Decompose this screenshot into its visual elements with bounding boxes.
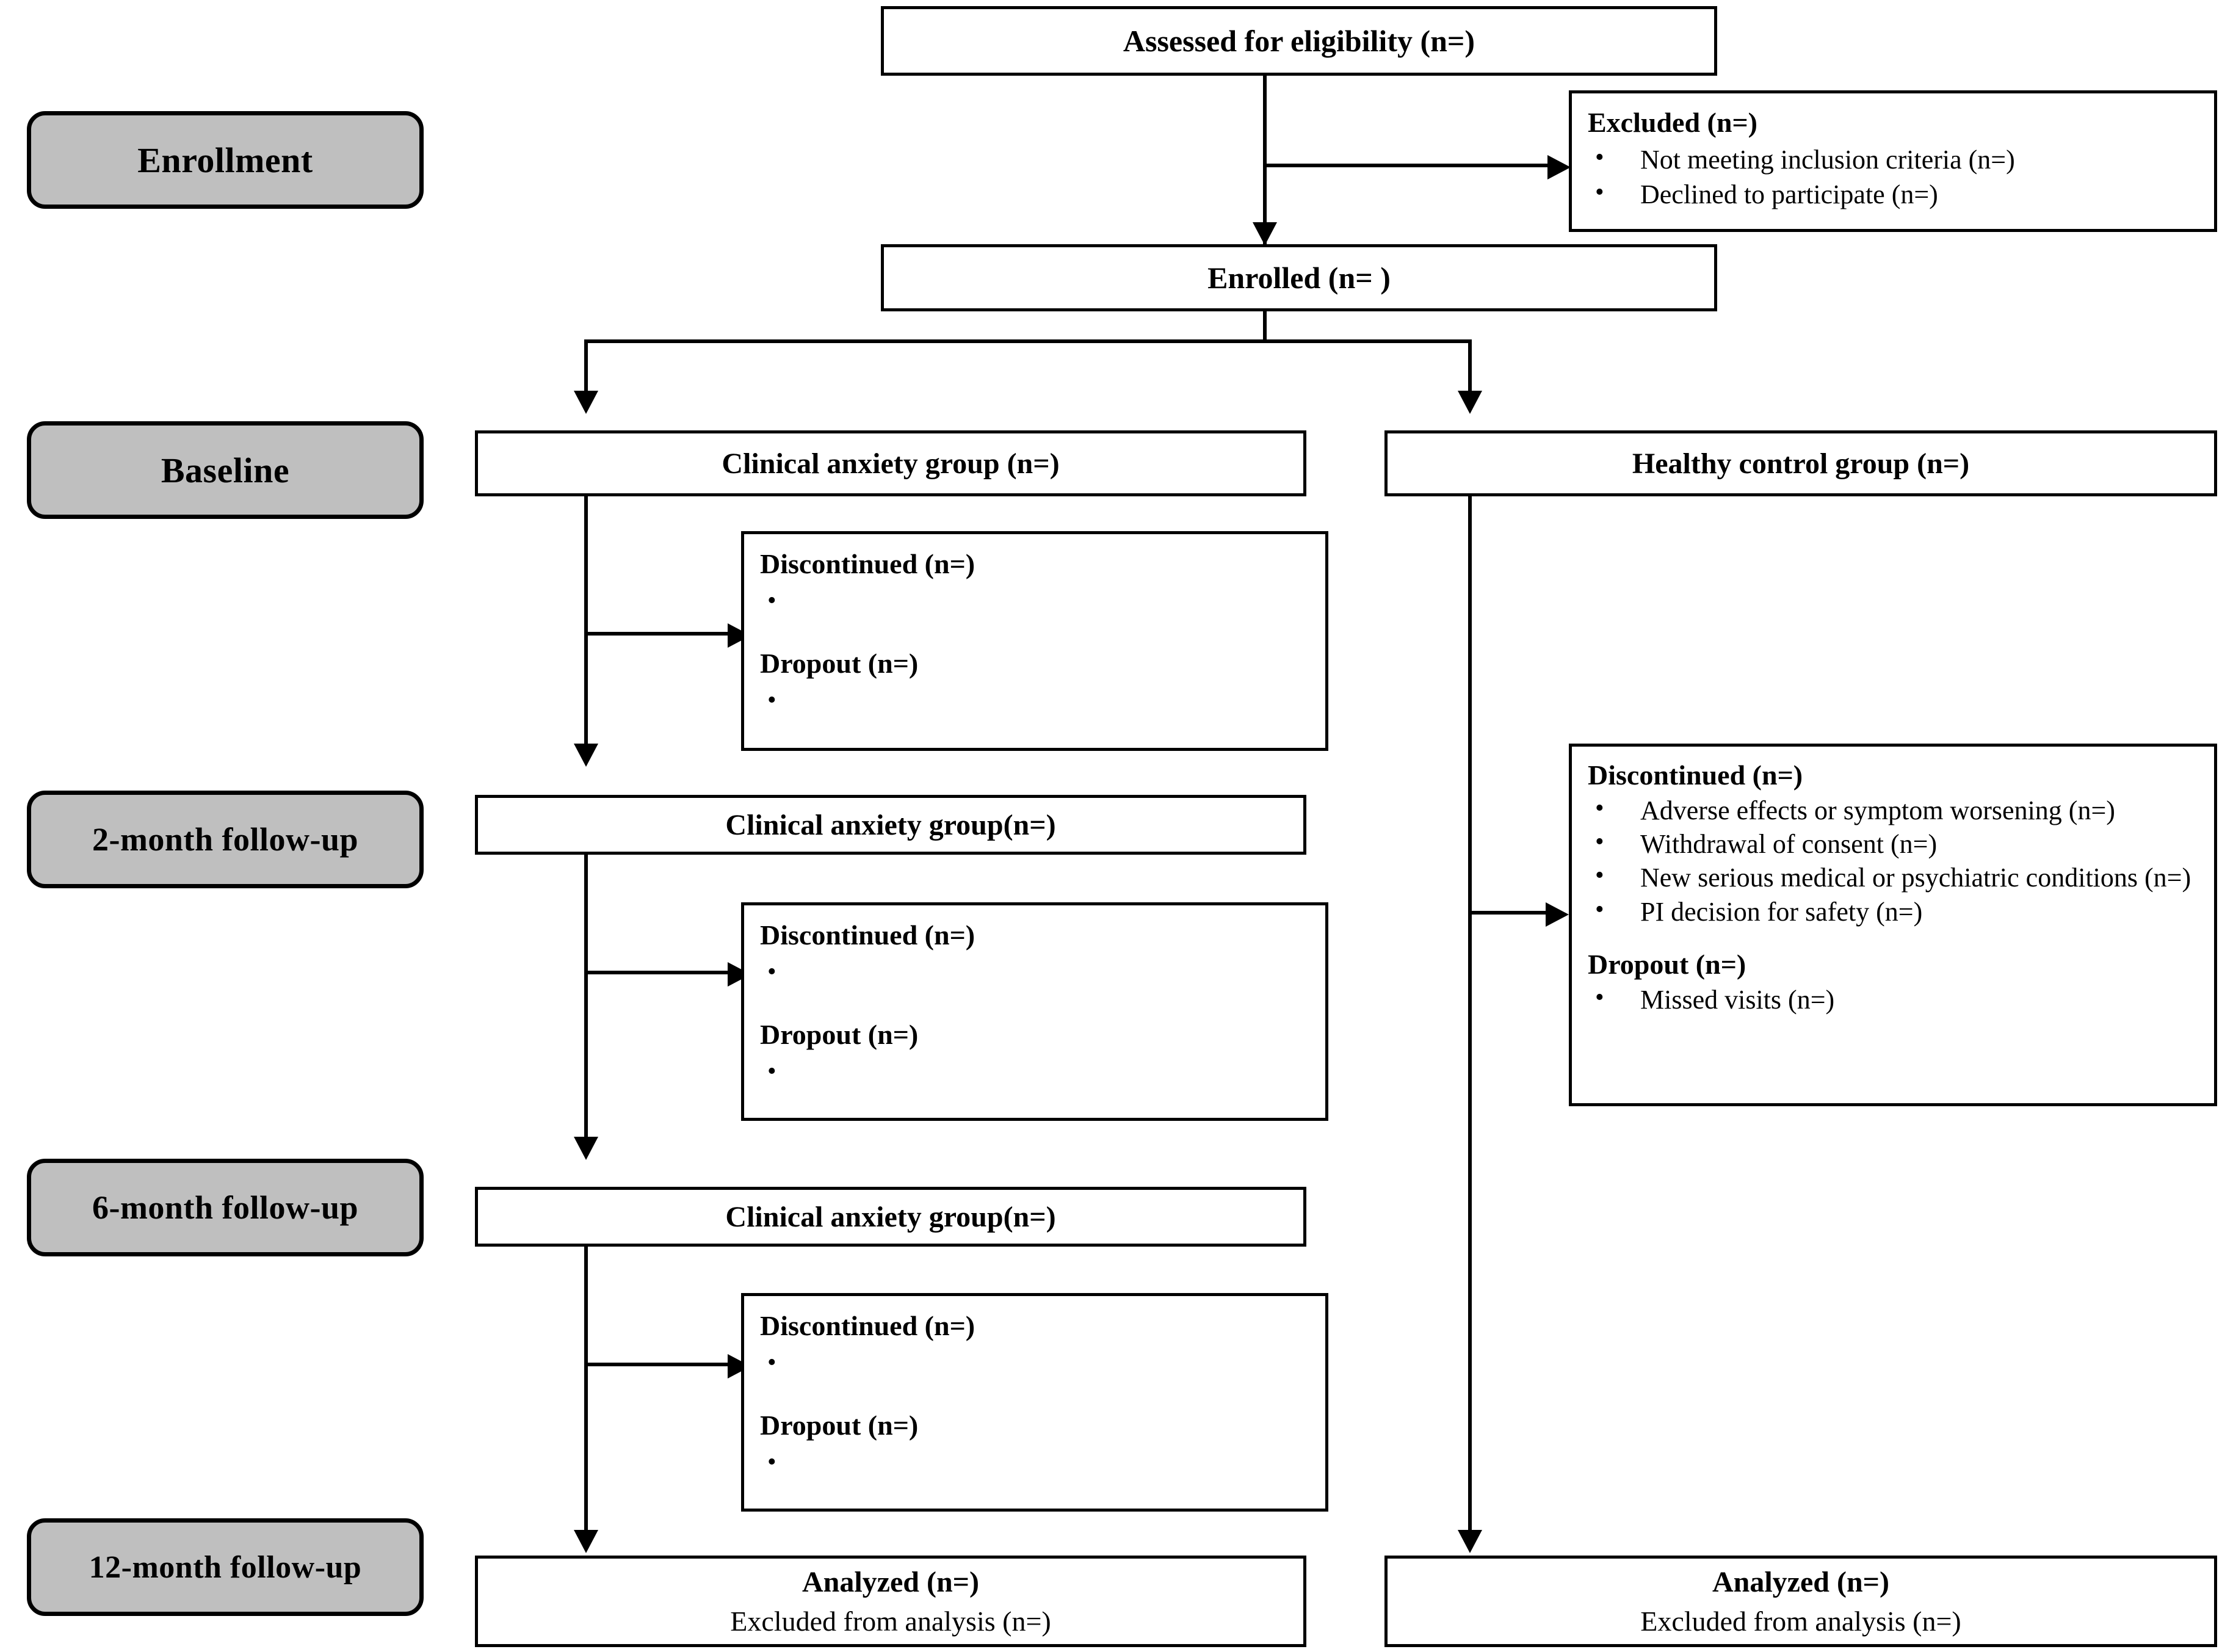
box-clinical-anxiety-group-6m: Clinical anxiety group(n=) xyxy=(475,1187,1306,1247)
box-title: Enrolled (n= ) xyxy=(1207,261,1391,295)
list-item: Declined to participate (n=) xyxy=(1588,176,2198,212)
box-clinical-anxiety-group-2m: Clinical anxiety group(n=) xyxy=(475,795,1306,855)
connector-anxiety-6m-down xyxy=(584,1247,588,1546)
stage-label-followup-6m: 6-month follow-up xyxy=(27,1159,424,1256)
stage-label-followup-2m: 2-month follow-up xyxy=(27,791,424,888)
connector-assessed-to-enrolled xyxy=(1263,76,1267,245)
dropout-title: Dropout (n=) xyxy=(1588,949,1746,980)
arrowhead-enrolled-to-control xyxy=(1458,391,1482,414)
list-item-text: PI decision for safety (n=) xyxy=(1640,896,1923,927)
box-clinical-anxiety-group-baseline: Clinical anxiety group (n=) xyxy=(475,430,1306,496)
dropout-list xyxy=(760,684,1309,716)
connector-control-baseline-down xyxy=(1468,496,1472,1546)
box-title: Clinical anxiety group (n=) xyxy=(722,447,1060,480)
connector-anxiety-2m-to-attrition xyxy=(584,971,737,974)
discontinued-list xyxy=(760,956,1309,988)
box-healthy-control-group-baseline: Healthy control group (n=) xyxy=(1384,430,2217,496)
arrowhead-control-to-attrition xyxy=(1546,902,1569,927)
arrowhead-control-to-analyzed xyxy=(1458,1530,1482,1553)
dropout-title: Dropout (n=) xyxy=(760,648,919,679)
arrowhead-anxiety-6m-to-analyzed xyxy=(574,1530,598,1553)
spacer xyxy=(760,984,1309,1018)
list-item xyxy=(760,1056,1309,1087)
spacer xyxy=(1588,929,2198,949)
stage-label-text: 2-month follow-up xyxy=(92,821,359,858)
discontinued-reason-list: Adverse effects or symptom worsening (n=… xyxy=(1588,792,2198,929)
connector-enrolled-to-anxiety xyxy=(584,339,588,407)
dropout-list xyxy=(760,1446,1309,1478)
spacer xyxy=(760,1375,1309,1409)
stage-label-text: 6-month follow-up xyxy=(92,1189,359,1226)
spacer xyxy=(760,613,1309,647)
discontinued-list xyxy=(760,585,1309,617)
connector-assessed-to-excluded xyxy=(1263,164,1556,167)
box-title: Clinical anxiety group(n=) xyxy=(725,1200,1056,1233)
stage-label-enrollment: Enrollment xyxy=(27,111,424,209)
discontinued-title: Discontinued (n=) xyxy=(760,548,975,579)
list-item-text: New serious medical or psychiatric condi… xyxy=(1640,863,2191,893)
list-item: PI decision for safety (n=) xyxy=(1588,894,2198,929)
analyzed-title: Analyzed (n=) xyxy=(1712,1566,1889,1598)
dropout-title: Dropout (n=) xyxy=(760,1410,919,1441)
arrowhead-anxiety-baseline-to-2m xyxy=(574,744,598,767)
list-item-text: Declined to participate (n=) xyxy=(1640,179,1938,209)
connector-enrolled-to-control xyxy=(1468,339,1472,407)
stage-label-text: 12-month follow-up xyxy=(89,1549,362,1585)
connector-enrolled-split xyxy=(584,339,1472,343)
arrowhead-assessed-to-excluded xyxy=(1547,155,1571,179)
connector-anxiety-baseline-to-attrition xyxy=(584,632,737,636)
connector-enrolled-trunk xyxy=(1263,311,1267,343)
box-title: Clinical anxiety group(n=) xyxy=(725,808,1056,841)
box-title: Assessed for eligibility (n=) xyxy=(1123,24,1475,58)
list-item: Missed visits (n=) xyxy=(1588,982,2198,1016)
connector-anxiety-6m-to-attrition xyxy=(584,1363,737,1366)
list-item xyxy=(760,1446,1309,1478)
discontinued-title: Discontinued (n=) xyxy=(760,1310,975,1341)
stage-label-text: Enrollment xyxy=(137,140,313,180)
list-item xyxy=(760,684,1309,716)
connector-control-to-attrition xyxy=(1468,911,1554,915)
box-analyzed-healthy-control: Analyzed (n=) Excluded from analysis (n=… xyxy=(1384,1556,2217,1647)
dropout-list xyxy=(760,1056,1309,1087)
stage-label-baseline: Baseline xyxy=(27,421,424,519)
discontinued-list xyxy=(760,1347,1309,1378)
analyzed-title: Analyzed (n=) xyxy=(802,1566,979,1598)
arrowhead-enrolled-to-anxiety xyxy=(574,391,598,414)
list-item: Adverse effects or symptom worsening (n=… xyxy=(1588,792,2198,827)
list-item-text: Not meeting inclusion criteria (n=) xyxy=(1640,144,2015,175)
stage-label-followup-12m: 12-month follow-up xyxy=(27,1518,424,1616)
connector-anxiety-baseline-down xyxy=(584,496,588,760)
arrowhead-assessed-to-enrolled xyxy=(1253,222,1277,245)
list-item-text: Missed visits (n=) xyxy=(1640,984,1835,1015)
box-analyzed-clinical-anxiety: Analyzed (n=) Excluded from analysis (n=… xyxy=(475,1556,1306,1647)
list-item xyxy=(760,1347,1309,1378)
box-attrition-2m: Discontinued (n=) Dropout (n=) xyxy=(741,902,1328,1121)
box-attrition-control: Discontinued (n=) Adverse effects or sym… xyxy=(1569,744,2217,1106)
discontinued-title: Discontinued (n=) xyxy=(760,919,975,951)
connector-anxiety-2m-down xyxy=(584,855,588,1154)
box-enrolled: Enrolled (n= ) xyxy=(881,244,1717,311)
list-item-text: Adverse effects or symptom worsening (n=… xyxy=(1640,795,2115,825)
analyzed-subtitle: Excluded from analysis (n=) xyxy=(1640,1606,1961,1637)
excluded-reason-list: Not meeting inclusion criteria (n=) Decl… xyxy=(1588,141,2198,212)
box-title: Healthy control group (n=) xyxy=(1632,447,1970,480)
box-excluded: Excluded (n=) Not meeting inclusion crit… xyxy=(1569,90,2217,232)
stage-label-text: Baseline xyxy=(161,450,290,490)
box-assessed-for-eligibility: Assessed for eligibility (n=) xyxy=(881,6,1717,76)
dropout-reason-list: Missed visits (n=) xyxy=(1588,982,2198,1016)
list-item: Not meeting inclusion criteria (n=) xyxy=(1588,141,2198,177)
excluded-title: Excluded (n=) xyxy=(1588,107,1757,138)
list-item: New serious medical or psychiatric condi… xyxy=(1588,860,2198,894)
list-item xyxy=(760,956,1309,988)
list-item xyxy=(760,585,1309,617)
box-attrition-6m: Discontinued (n=) Dropout (n=) xyxy=(741,1293,1328,1512)
analyzed-subtitle: Excluded from analysis (n=) xyxy=(730,1606,1051,1637)
list-item: Withdrawal of consent (n=) xyxy=(1588,826,2198,861)
list-item-text: Withdrawal of consent (n=) xyxy=(1640,829,1938,860)
arrowhead-anxiety-2m-to-6m xyxy=(574,1137,598,1160)
discontinued-title: Discontinued (n=) xyxy=(1588,759,1803,791)
dropout-title: Dropout (n=) xyxy=(760,1019,919,1050)
box-attrition-baseline: Discontinued (n=) Dropout (n=) xyxy=(741,531,1328,751)
